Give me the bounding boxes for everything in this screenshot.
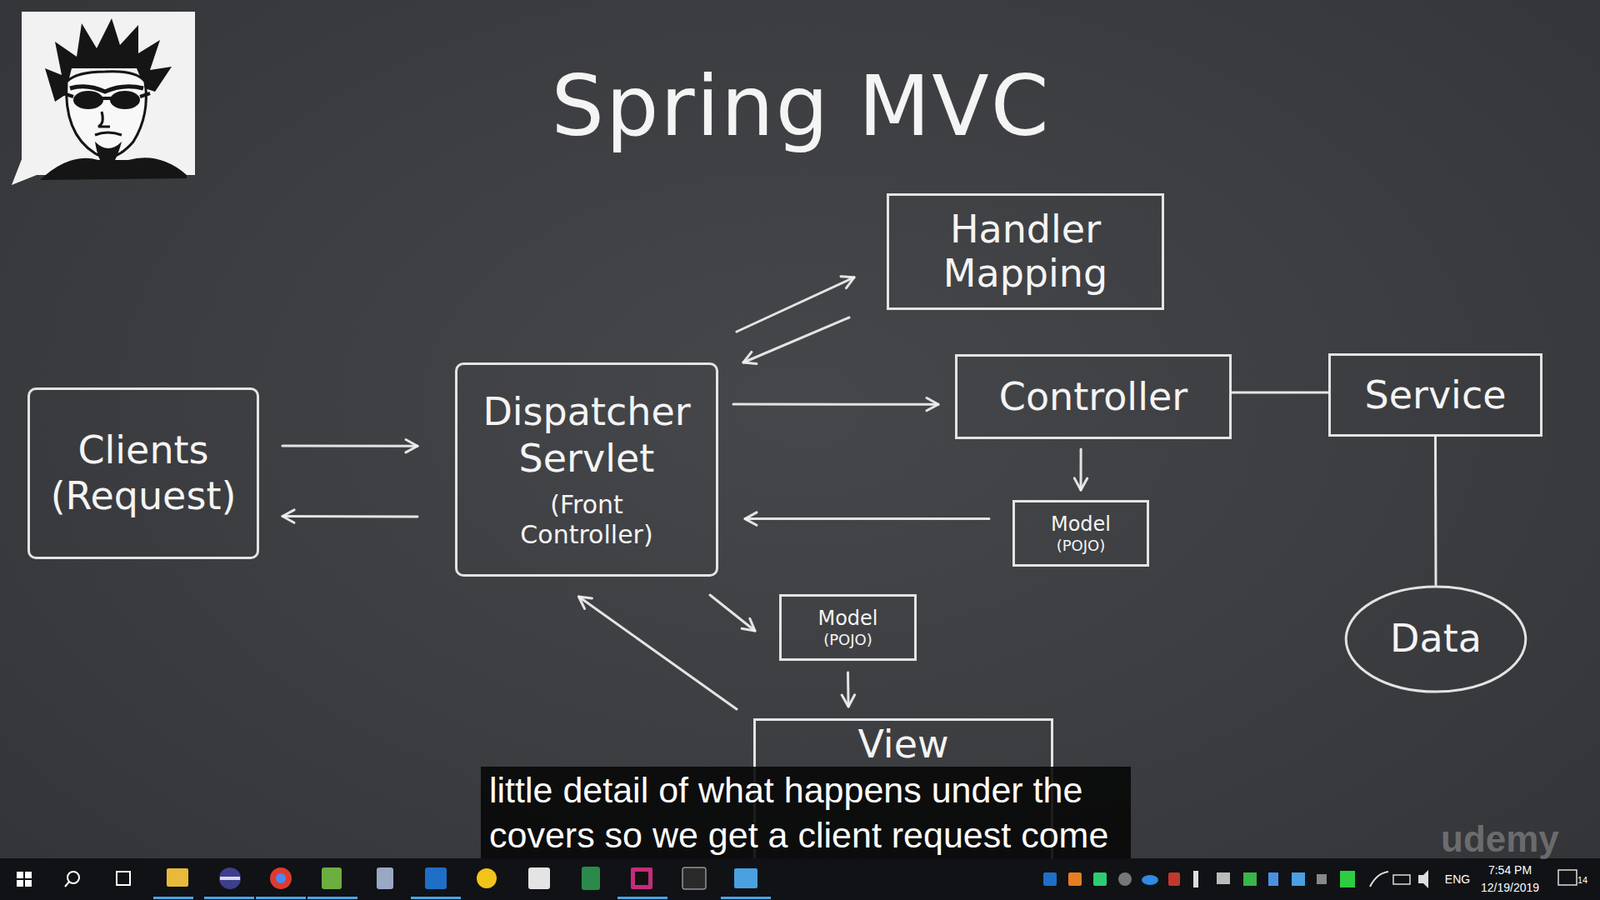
watermark-wrap: udemy [1440,820,1560,858]
connector-line [1434,436,1438,585]
connector-arrow [1231,391,1329,393]
connector-line [1080,449,1083,490]
arrowhead [405,440,418,453]
model-box: Model(POJO) [1012,500,1150,567]
diagram-title: Spring MVC [550,58,1050,155]
arrowhead [282,510,295,523]
connector-arrow [743,317,850,365]
taskbar-icons [0,858,1600,900]
clock-time: 7:54 PM [1476,862,1544,878]
title-wrap: Spring MVC [0,58,1600,155]
node-label: View [857,724,949,765]
arrowhead [840,276,855,289]
connector-line [282,515,418,519]
video-subtitle: little detail of what happens under the … [489,767,1123,858]
node-label: (POJO) [823,630,873,650]
connector-arrow [745,512,990,525]
service-box: Service [1328,353,1543,437]
connector-line [743,317,850,363]
connector-arrow [710,595,755,631]
connector-arrow [733,398,939,411]
node-label: Service [1364,373,1506,418]
connector-arrow [1435,436,1437,585]
node-label: Dispatcher Servlet [469,389,705,481]
node-label: Clients (Request) [40,427,247,520]
connector-arrow [282,440,418,453]
node-label: Controller [999,375,1188,420]
process-box: Handler Mapping [886,193,1165,310]
connector-line [733,403,939,406]
clock-time-wrap: 7:54 PM [1476,862,1544,878]
node-label: Data [1390,616,1482,661]
connector-line [579,596,738,710]
arrowhead [743,351,757,364]
language-indicator-wrap: ENG [1441,871,1474,887]
connector-arrow [1074,449,1087,490]
instructor-avatar [11,8,205,185]
connector-line [846,672,850,707]
connector-line [1231,390,1329,394]
node-label: Model [817,606,878,631]
connector-arrow [282,510,418,523]
node-label: (Front Controller) [490,490,683,550]
connector-arrow [841,672,855,707]
node-label: (POJO) [1056,536,1106,555]
client-box: Clients (Request) [27,387,260,560]
model-box: Model(POJO) [779,594,917,661]
connector-line [745,517,990,520]
connector-line [282,445,418,448]
node-label: Model [1050,512,1111,537]
clock-date: 12/19/2019 [1476,880,1544,895]
language-indicator: ENG [1441,871,1474,887]
front-controller-box: Dispatcher Servlet (Front Controller) [455,362,719,577]
notification-count: 14 [1577,875,1588,886]
node-label: Handler Mapping [900,207,1150,296]
arrowhead [926,398,939,411]
watermark: udemy [1440,820,1560,858]
arrowhead [579,596,593,609]
arrowhead [745,512,757,525]
notification-count-wrap: 14 [1577,875,1588,886]
arrowhead [841,695,855,707]
clock-date-wrap: 12/19/2019 [1476,880,1544,895]
connector-arrow [579,596,738,710]
video-subtitle-wrap: little detail of what happens under the … [480,766,1131,859]
data-ellipse: Data [1344,585,1528,694]
controller-box: Controller [955,354,1232,440]
connector-line [710,595,755,631]
arrowhead [1074,478,1087,490]
arrowhead [741,618,755,631]
